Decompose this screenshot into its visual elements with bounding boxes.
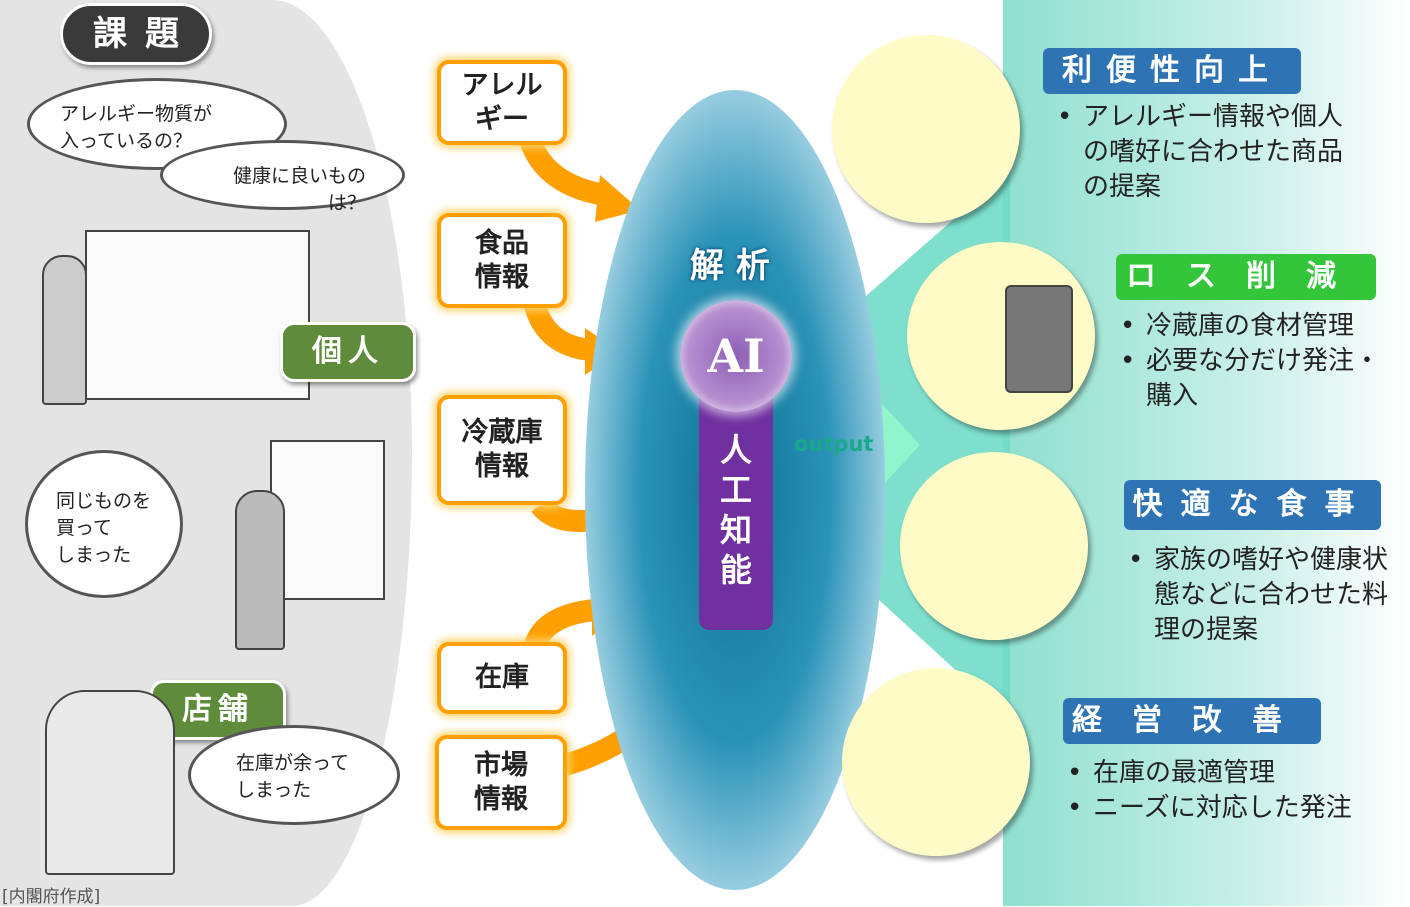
business-improvement-illustration <box>842 668 1030 856</box>
input-stock: 在庫 <box>437 642 567 714</box>
analysis-label: 解 析 <box>690 246 770 286</box>
bullet-item: 冷蔵庫の食材管理 <box>1116 309 1401 344</box>
convenience-illustration <box>832 35 1020 223</box>
person-at-fridge-illustration <box>235 490 285 650</box>
bullet-item: 在庫の最適管理 <box>1063 756 1398 791</box>
output-label: output <box>794 432 874 456</box>
bullet-item: ニーズに対応した発注 <box>1063 791 1398 826</box>
input-allergy: アレル ギー <box>437 60 567 145</box>
refrigerator-icon <box>1005 285 1073 393</box>
bullet-item: 家族の嗜好や健康状態などに合わせた料理の提案 <box>1124 543 1394 648</box>
ai-char: 工 <box>719 471 752 509</box>
outcome-title-comfortable-meal: 快適な食事 <box>1124 480 1381 530</box>
thought-bubble-health: 健康に良いものは？ <box>160 140 405 214</box>
outcome-title-business-improvement: 経営改善 <box>1063 698 1321 744</box>
outcome-title-loss-reduction: ロス削減 <box>1116 254 1376 300</box>
thought-bubble-stock: 在庫が余って しまった <box>188 725 400 825</box>
ai-char: 能 <box>719 551 752 589</box>
arrow-stock <box>524 599 597 650</box>
ai-char: 知 <box>719 511 752 549</box>
outcome-title-convenience: 利便性向上 <box>1043 48 1301 94</box>
fridge-illustration <box>270 440 385 600</box>
ai-orb: AI <box>680 300 792 412</box>
arrow-allergy <box>519 136 608 206</box>
challenges-title: 課題 <box>60 3 212 65</box>
comfortable-meal-illustration <box>900 452 1088 640</box>
ai-orb-text: AI <box>707 329 765 383</box>
outcome-bullets-loss-reduction: 冷蔵庫の食材管理 必要な分だけ発注・購入 <box>1116 309 1401 414</box>
individual-label: 個人 <box>280 322 416 382</box>
store-clerk-illustration <box>45 690 175 875</box>
input-fridge-info: 冷蔵庫 情報 <box>437 395 567 505</box>
credit-text: [内閣府作成] <box>2 887 101 907</box>
outcome-bullets-business-improvement: 在庫の最適管理 ニーズに対応した発注 <box>1063 756 1398 826</box>
outcome-bullets-comfortable-meal: 家族の嗜好や健康状態などに合わせた料理の提案 <box>1124 543 1394 648</box>
bullet-item: 必要な分だけ発注・購入 <box>1116 344 1401 414</box>
shopping-illustration <box>85 230 310 400</box>
ai-char: 人 <box>719 431 752 469</box>
thought-bubble-duplicate: 同じものを 買って しまった <box>25 450 183 598</box>
outcome-bullets-convenience: アレルギー情報や個人の嗜好に合わせた商品の提案 <box>1053 100 1343 205</box>
input-market-info: 市場 情報 <box>435 735 567 830</box>
input-food-info: 食品 情報 <box>437 213 567 308</box>
arrow-food <box>524 301 592 361</box>
bullet-item: アレルギー情報や個人の嗜好に合わせた商品の提案 <box>1053 100 1343 205</box>
ai-label-bar: 人 工 知 能 <box>699 395 773 630</box>
shopper-illustration <box>42 255 87 405</box>
